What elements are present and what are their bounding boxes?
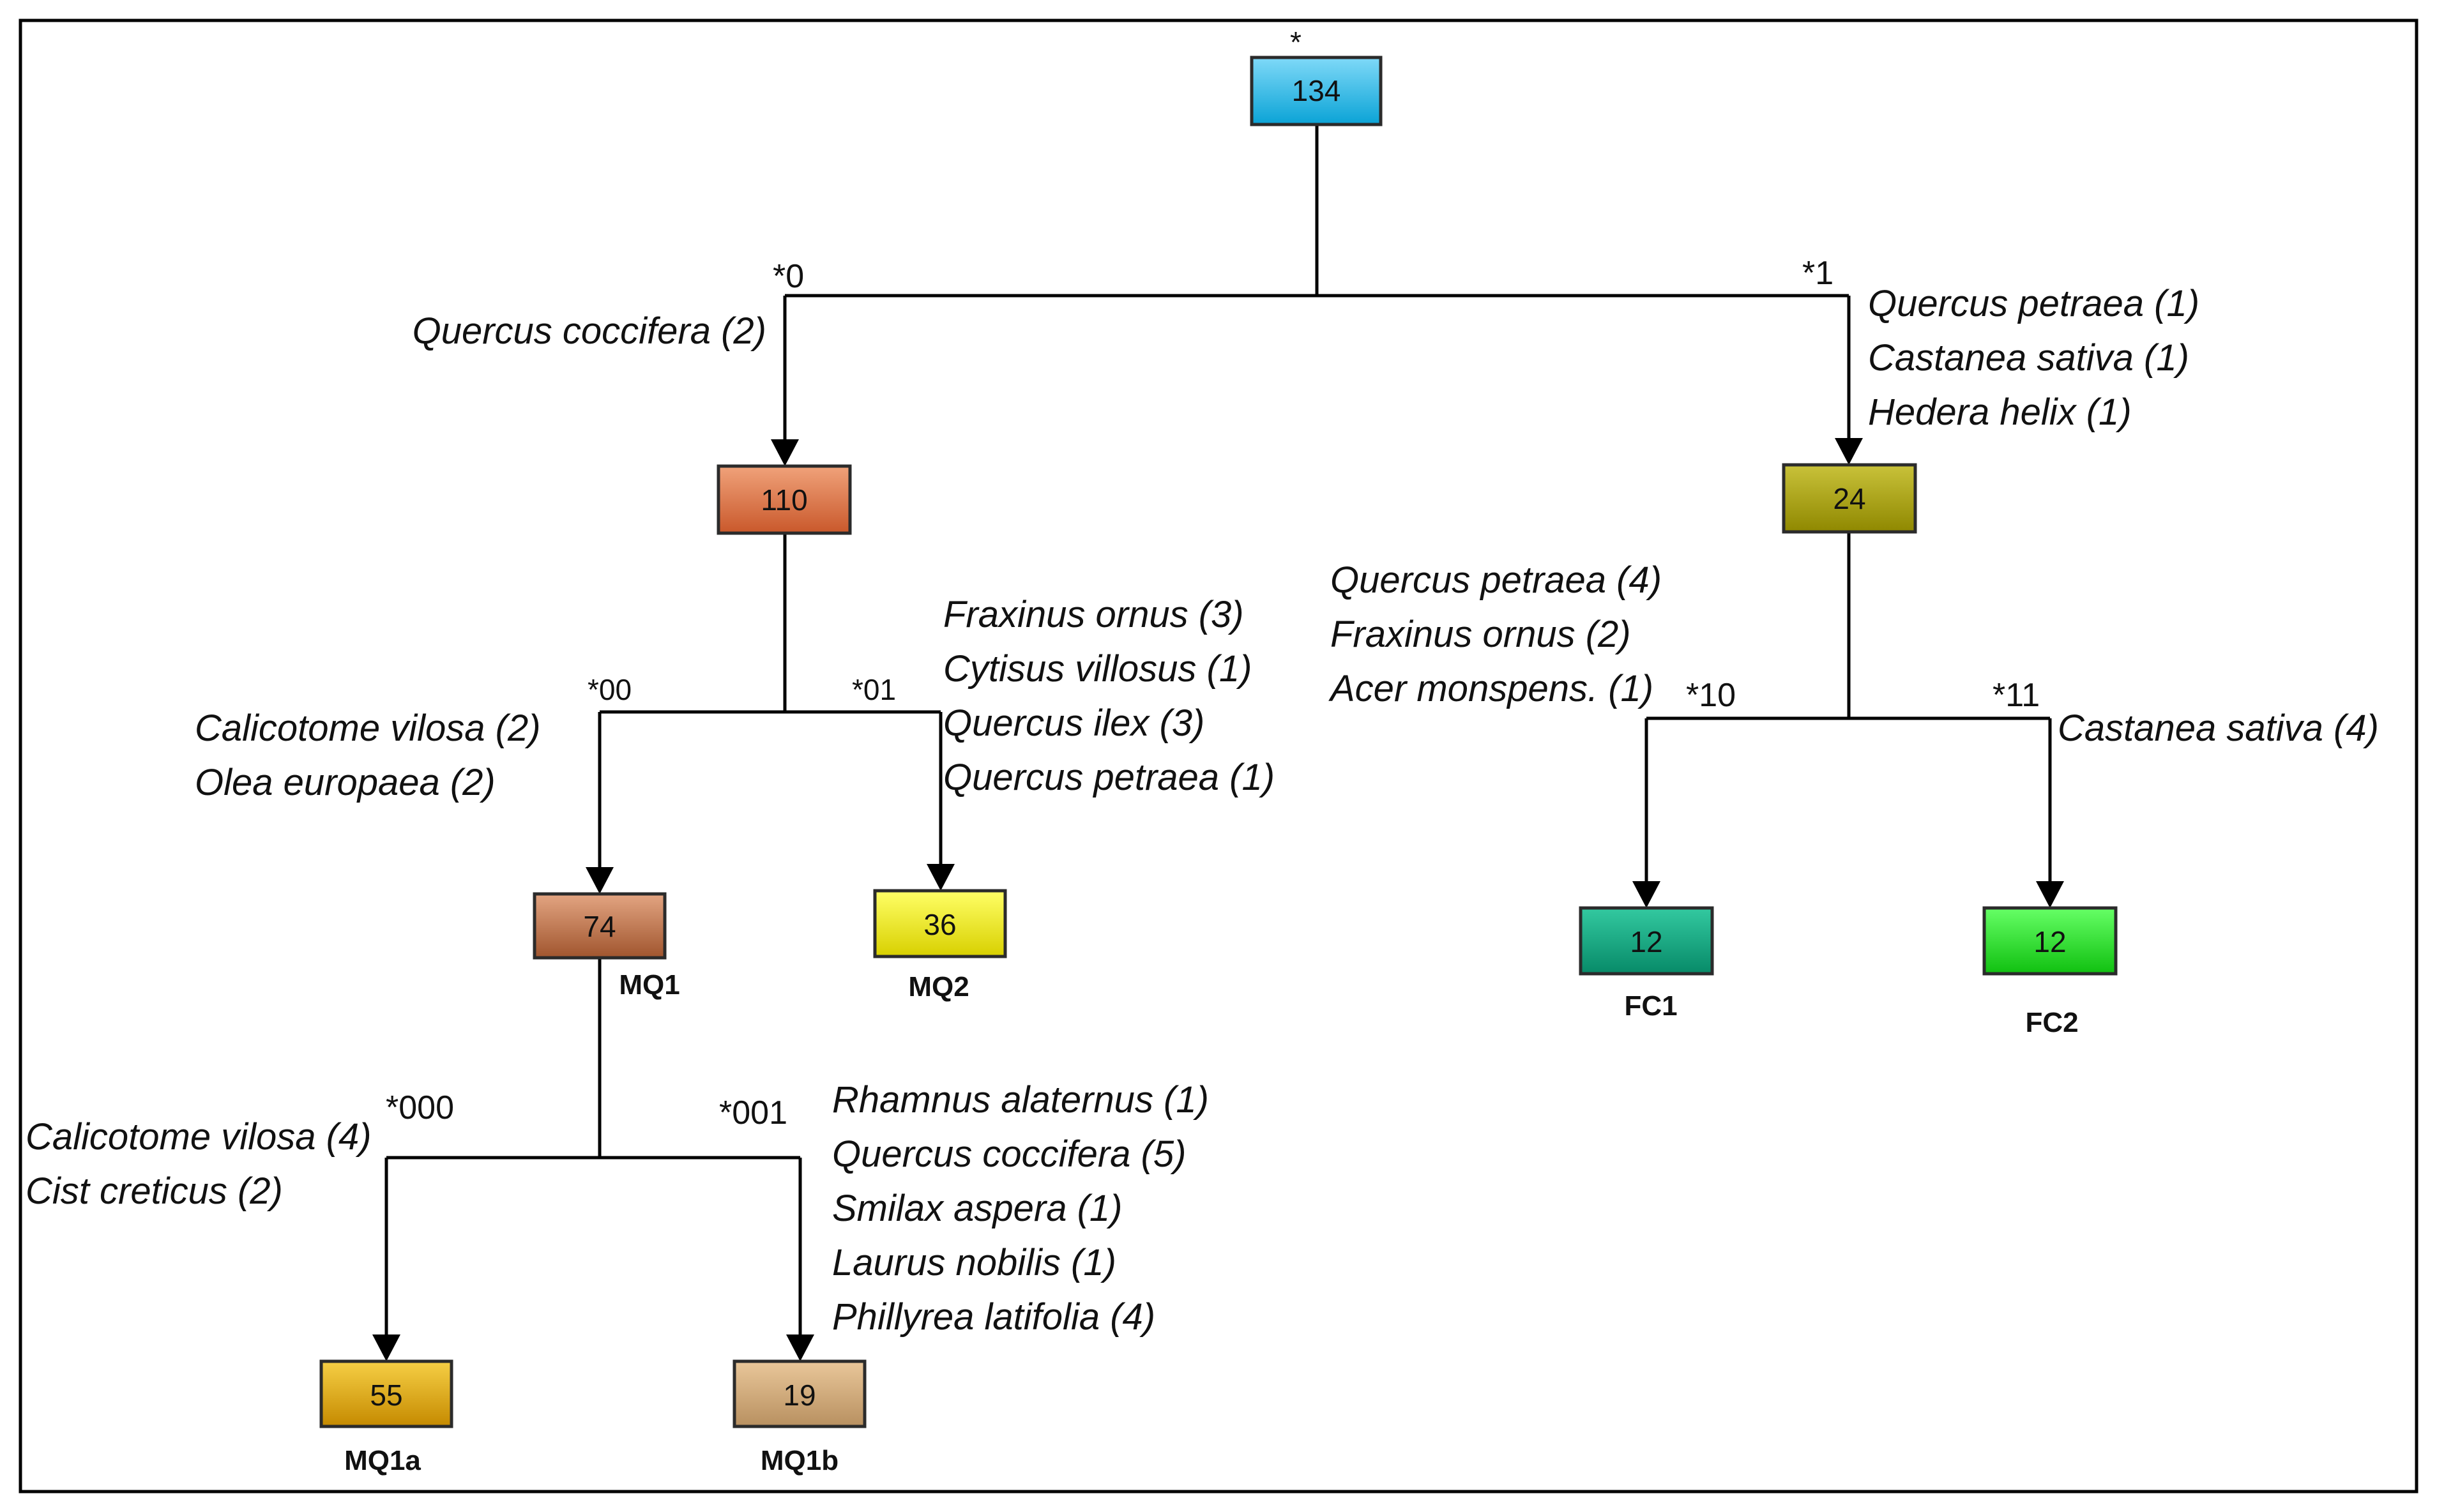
split-code-001: *001 bbox=[719, 1094, 787, 1131]
split-code-000: *000 bbox=[386, 1089, 454, 1126]
tree-nodes: * 134 110 24 74 MQ1 36 MQ2 12 bbox=[319, 26, 2118, 1476]
node-00[interactable]: 74 bbox=[533, 892, 667, 960]
species-label: Calicotome vilosa (2) bbox=[195, 707, 541, 749]
species-label: Olea europaea (2) bbox=[195, 762, 496, 803]
species-label: Fraxinus ornus (2) bbox=[1330, 614, 1631, 655]
cluster-name-MQ1a: MQ1a bbox=[344, 1445, 421, 1476]
node-box bbox=[1982, 906, 2118, 976]
node-box bbox=[1250, 56, 1383, 126]
species-label: Quercus ilex (3) bbox=[943, 702, 1204, 744]
node-count: 12 bbox=[1630, 925, 1662, 958]
node-box bbox=[533, 892, 667, 960]
split-code-01: *01 bbox=[852, 673, 896, 706]
node-count: 55 bbox=[370, 1379, 402, 1412]
arrowhead-n10 bbox=[1632, 881, 1660, 908]
node-01[interactable]: 36 bbox=[873, 889, 1007, 958]
node-11[interactable]: 12 bbox=[1982, 906, 2118, 976]
root-marker: * bbox=[1290, 26, 1302, 59]
split-code-10: *10 bbox=[1686, 677, 1736, 714]
arrowhead-n00 bbox=[586, 867, 614, 894]
node-count: 12 bbox=[2033, 925, 2066, 958]
species-label: Cist creticus (2) bbox=[26, 1170, 283, 1212]
species-label: Fraxinus ornus (3) bbox=[943, 594, 1244, 635]
node-10[interactable]: 12 bbox=[1579, 906, 1714, 976]
cluster-name-FC1: FC1 bbox=[1624, 990, 1677, 1022]
node-box bbox=[733, 1359, 867, 1428]
node-box bbox=[1579, 906, 1714, 976]
cluster-name-MQ2: MQ2 bbox=[908, 971, 969, 1002]
node-box bbox=[319, 1359, 453, 1428]
cluster-name-FC2: FC2 bbox=[2025, 1007, 2078, 1038]
arrowhead-n11 bbox=[2036, 881, 2064, 908]
species-label: Quercus coccifera (2) bbox=[413, 310, 766, 352]
species-label: Castanea sativa (4) bbox=[2058, 707, 2379, 749]
node-count: 19 bbox=[783, 1379, 816, 1412]
species-label: Smilax aspera (1) bbox=[832, 1188, 1122, 1229]
tree-edges bbox=[372, 125, 2064, 1361]
node-box bbox=[873, 889, 1007, 958]
cluster-name-MQ1: MQ1 bbox=[619, 969, 679, 1001]
species-label: Acer monspens. (1) bbox=[1328, 668, 1653, 709]
arrowhead-n0 bbox=[771, 439, 799, 466]
species-label: Calicotome vilosa (4) bbox=[26, 1116, 372, 1158]
arrowhead-n001 bbox=[786, 1334, 814, 1361]
species-label: Castanea sativa (1) bbox=[1868, 337, 2189, 379]
indicator-species: Quercus coccifera (2) Quercus petraea (1… bbox=[26, 283, 2379, 1338]
species-label: Cytisus villosus (1) bbox=[943, 648, 1252, 690]
species-label: Phillyrea latifolia (4) bbox=[832, 1296, 1155, 1338]
species-label: Quercus petraea (1) bbox=[943, 757, 1275, 798]
arrowhead-n01 bbox=[927, 864, 955, 891]
node-box bbox=[717, 464, 852, 535]
species-label: Quercus petraea (1) bbox=[1868, 283, 2199, 324]
species-label: Rhamnus alaternus (1) bbox=[832, 1079, 1209, 1121]
diagram-frame bbox=[19, 19, 2418, 1493]
node-count: 36 bbox=[923, 908, 956, 941]
node-000[interactable]: 55 bbox=[319, 1359, 453, 1428]
node-1[interactable]: 24 bbox=[1782, 463, 1917, 534]
split-code-11: *11 bbox=[1993, 677, 2040, 714]
arrowhead-n1 bbox=[1835, 438, 1863, 465]
node-root[interactable]: 134 bbox=[1250, 56, 1383, 126]
node-count: 110 bbox=[761, 483, 807, 517]
split-code-0: *0 bbox=[773, 258, 804, 295]
split-code-00: *00 bbox=[588, 673, 632, 706]
node-0[interactable]: 110 bbox=[717, 464, 852, 535]
cluster-name-MQ1b: MQ1b bbox=[761, 1445, 839, 1476]
species-label: Quercus petraea (4) bbox=[1330, 559, 1662, 601]
node-count: 134 bbox=[1292, 74, 1341, 107]
split-code-1: *1 bbox=[1802, 255, 1833, 292]
species-label: Quercus coccifera (5) bbox=[832, 1133, 1186, 1175]
node-count: 24 bbox=[1833, 482, 1865, 515]
node-box bbox=[1782, 463, 1917, 534]
species-label: Hedera helix (1) bbox=[1868, 391, 2132, 433]
node-001[interactable]: 19 bbox=[733, 1359, 867, 1428]
node-count: 74 bbox=[583, 910, 616, 943]
arrowhead-n000 bbox=[372, 1334, 400, 1361]
species-label: Laurus nobilis (1) bbox=[832, 1242, 1116, 1283]
split-codes: *0 *1 *00 *01 *10 *11 *000 *001 bbox=[386, 255, 2040, 1131]
